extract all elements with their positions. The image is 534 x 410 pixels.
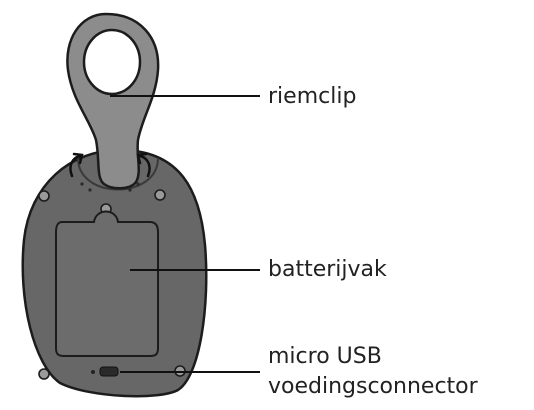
battery-compartment — [55, 210, 159, 357]
rotate-arrows-icon — [69, 152, 151, 178]
label-belt-clip: riemclip — [268, 84, 357, 109]
usb-port-icon — [91, 366, 119, 377]
clip-hole — [82, 28, 142, 96]
label-usb-line2: voedingsconnector — [268, 374, 478, 399]
label-usb-connector: micro USB voedingsconnector — [268, 342, 478, 402]
label-battery-compartment: batterijvak — [268, 257, 387, 282]
recess-dots — [80, 182, 140, 192]
screw-icons — [38, 189, 186, 380]
label-usb-line1: micro USB — [268, 344, 382, 369]
